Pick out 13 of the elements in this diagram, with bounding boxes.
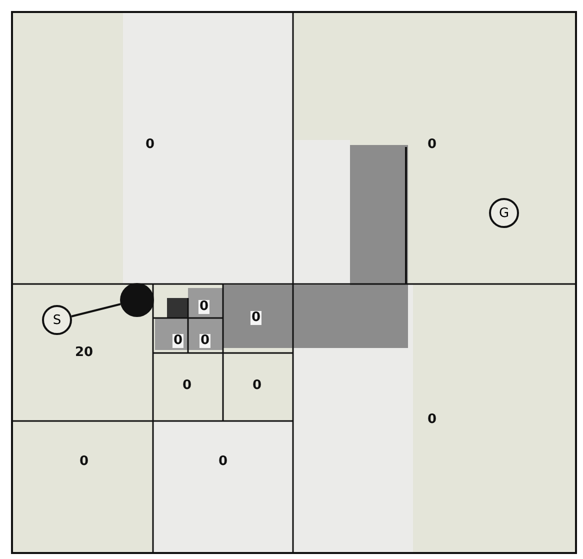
cell-value: 0 — [199, 334, 211, 348]
cell-value: 0 — [145, 138, 155, 152]
cell-value: 0 — [250, 311, 262, 325]
cell-value: 0 — [172, 334, 184, 348]
connector-line — [71, 303, 121, 318]
cell-value: 0 — [198, 300, 210, 314]
cell-value: 20 — [74, 346, 94, 360]
cell-value: 0 — [427, 413, 437, 427]
cell-value: 0 — [182, 379, 192, 393]
cell-value: 0 — [427, 138, 437, 152]
cell-value: 0 — [79, 455, 89, 469]
cell-value: 0 — [218, 455, 228, 469]
cell-value: 0 — [252, 379, 262, 393]
